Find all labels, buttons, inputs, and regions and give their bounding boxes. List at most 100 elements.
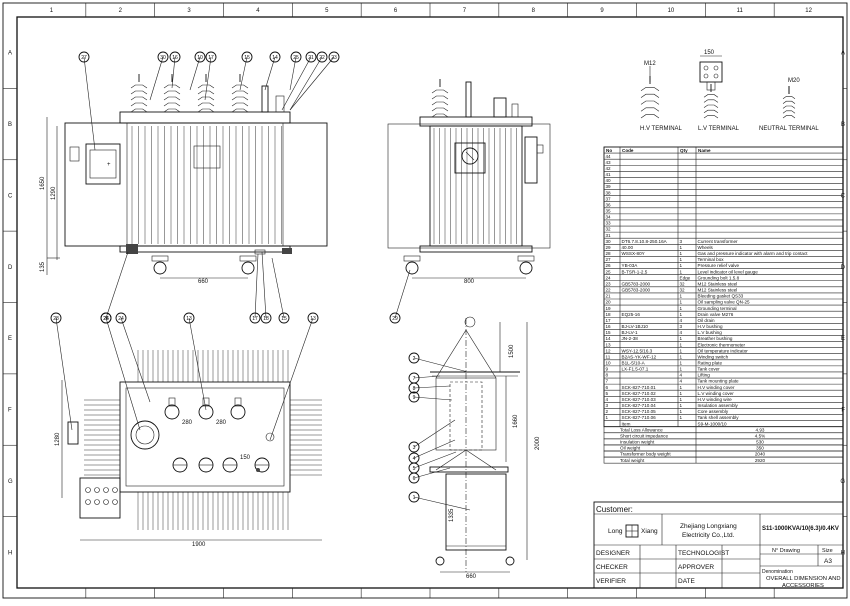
parts-table-cell: 11: [606, 354, 611, 359]
parts-table-cell: SCK-827-710.05: [622, 409, 657, 414]
hv-terminal-label: H.V TERMINAL: [640, 126, 683, 132]
zone-number-top: 3: [187, 8, 191, 14]
parts-table-cell: BJ-LV-1BJ10: [622, 324, 649, 329]
summary-value: 350: [756, 446, 764, 451]
item-balloon-number: 24: [118, 316, 124, 322]
item-balloon-number: 29: [392, 316, 398, 322]
top-view: 1280 1900 280 280 150: [55, 350, 322, 548]
parts-table-cell: Current transformer: [698, 239, 739, 244]
parts-table-cell: 13: [606, 342, 612, 347]
parts-table-cell: GB5783-2000: [622, 281, 651, 286]
item-balloon-number: 23: [331, 55, 337, 61]
leader-line: [413, 439, 456, 459]
insulator-shed: [782, 110, 796, 114]
insulator-shed: [640, 107, 660, 112]
item-balloon-number: 6: [413, 476, 416, 482]
item-balloon-number: 7: [413, 376, 416, 382]
item-balloon-number: 13: [310, 316, 316, 322]
parts-table-cell: 44: [606, 154, 612, 159]
summary-label: Total Loss Allowance: [620, 427, 663, 432]
parts-table-cell: Pressure relief valve: [698, 263, 740, 268]
parts-table-cell: 1: [680, 306, 683, 311]
parts-table-cell: 23: [606, 281, 612, 286]
item-balloon: [205, 51, 217, 63]
leader-line: [204, 56, 212, 101]
parts-table-cell: 14: [606, 336, 612, 341]
parts-table-cell: 22: [606, 288, 612, 293]
summary-value: 4.93: [756, 427, 765, 432]
size-value: A3: [824, 558, 832, 565]
item-balloon: [100, 312, 112, 324]
insulator-shed: [163, 108, 181, 113]
insulator-shed: [640, 87, 660, 92]
insulator-shed: [130, 84, 148, 89]
parts-table-cell: 26: [606, 263, 612, 268]
parts-table-cell: SCK-827-710.04: [622, 403, 657, 408]
parts-table-cell: Breather bushing: [698, 336, 733, 341]
leader-line: [269, 317, 314, 441]
item-balloon-number: 4: [413, 456, 416, 462]
insulator-shed: [231, 108, 249, 113]
zone-letter-right: B: [841, 122, 845, 128]
leader-line: [289, 56, 297, 91]
leader-line: [413, 467, 451, 479]
insulator-shed: [197, 108, 215, 113]
parts-table-cell: SCK-827-710.03: [622, 397, 657, 402]
insulator-shed: [197, 84, 215, 89]
parts-table-cell: 1: [680, 391, 683, 396]
item-balloon-number: 9: [413, 395, 416, 401]
parts-table-cell: 4: [680, 318, 683, 323]
item-balloon: [115, 312, 127, 324]
insulator-shed: [231, 96, 249, 101]
item-balloon-number: 5: [413, 466, 416, 472]
breather: [261, 85, 269, 113]
item-balloon: [50, 312, 62, 324]
parts-table-cell: Edge: [680, 275, 691, 280]
parts-table-cell: Bleeding gasket QS33: [698, 294, 744, 299]
item-balloon: [389, 312, 401, 324]
zone-letter-left: D: [8, 265, 13, 271]
leader-line: [413, 385, 451, 389]
insulator-shed: [640, 100, 660, 105]
item-balloon: [328, 51, 340, 63]
core-wheels: [435, 556, 515, 566]
parts-table-cell: 3: [680, 239, 683, 244]
leader-line: [413, 496, 471, 511]
summary-label: Oil weight: [620, 446, 641, 451]
parts-table-cell: 30: [606, 239, 612, 244]
item-balloon-number: 15: [281, 316, 287, 322]
summary-value: 530: [756, 440, 764, 445]
parts-table-cell: 28: [606, 251, 612, 256]
rating-plate: [193, 145, 221, 169]
insulator-shed: [130, 90, 148, 95]
designation-line1: OVERALL DIMENSION AND: [766, 576, 841, 582]
parts-table-cell: 1: [680, 397, 683, 402]
parts-table-cell: 1: [680, 415, 683, 420]
company-name-1: Zhejiang Longxiang: [680, 523, 737, 530]
leader-line: [264, 56, 276, 91]
thermometer-hole: [265, 432, 275, 442]
item-balloon: [169, 51, 181, 63]
terminal-hole: [94, 487, 100, 493]
dim-core-mid: 1660: [513, 414, 519, 428]
item-balloon: [408, 352, 420, 364]
parts-table-cell: M12 Stainless steel: [698, 288, 738, 293]
role-designer: DESIGNER: [596, 550, 630, 557]
insulator-shed: [640, 114, 660, 119]
item-balloon: [183, 312, 195, 324]
parts-table-cell: WSSX-80Y: [622, 251, 645, 256]
parts-table-cell: Tank mounting plate: [698, 379, 740, 384]
parts-table-cell: 34: [606, 215, 612, 220]
leader-line: [413, 419, 456, 448]
parts-table-cell: 5: [606, 391, 609, 396]
parts-table-cell: SCK-827-710.02: [622, 391, 657, 396]
terminal-box: [85, 143, 121, 185]
parts-table-cell: Terminal box: [698, 257, 725, 262]
terminal-details: M12 H.V TERMINAL 150 L.V TERMINAL M20 NE…: [640, 50, 819, 132]
parts-table-cell: 32: [680, 288, 686, 293]
terminal-hole: [85, 487, 91, 493]
summary-label: Insulation weight: [620, 440, 655, 445]
